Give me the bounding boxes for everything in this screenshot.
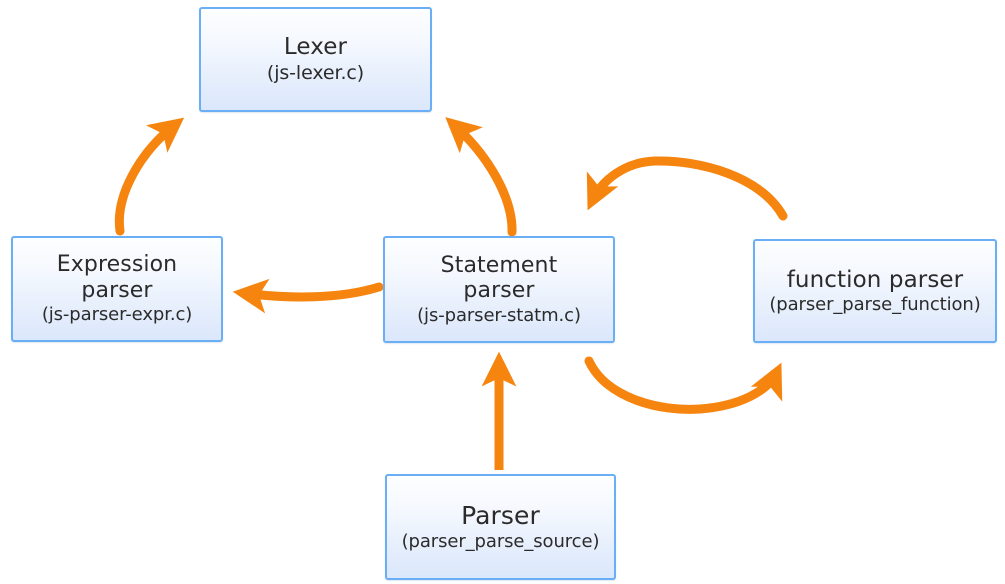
node-lexer-subtitle: (js-lexer.c) — [266, 62, 365, 85]
arrow-statement-to-lexer — [445, 117, 517, 237]
node-statement-parser-subtitle: (js-parser-statm.c) — [417, 304, 581, 326]
node-lexer[interactable]: Lexer (js-lexer.c) — [199, 7, 432, 112]
arrow-function-to-statement — [586, 156, 788, 221]
node-function-parser-title: function parser — [786, 266, 964, 293]
node-parser[interactable]: Parser (parser_parse_source) — [385, 474, 616, 580]
node-lexer-title: Lexer — [283, 34, 348, 61]
node-statement-parser[interactable]: Statement parser (js-parser-statm.c) — [383, 236, 615, 343]
arrow-statement-to-function — [584, 356, 783, 414]
node-function-parser[interactable]: function parser (parser_parse_function) — [753, 239, 997, 343]
node-expression-parser-subtitle: (js-parser-expr.c) — [41, 304, 193, 326]
arrow-statement-to-expression — [232, 278, 384, 314]
node-parser-title: Parser — [461, 501, 540, 531]
node-expression-parser-title: Expression parser — [56, 252, 178, 303]
node-expression-parser[interactable]: Expression parser (js-parser-expr.c) — [11, 236, 223, 342]
node-function-parser-subtitle: (parser_parse_function) — [769, 294, 981, 316]
node-statement-parser-title: Statement parser — [440, 252, 558, 304]
arrow-expression-to-lexer — [114, 117, 185, 236]
node-parser-subtitle: (parser_parse_source) — [401, 531, 600, 553]
